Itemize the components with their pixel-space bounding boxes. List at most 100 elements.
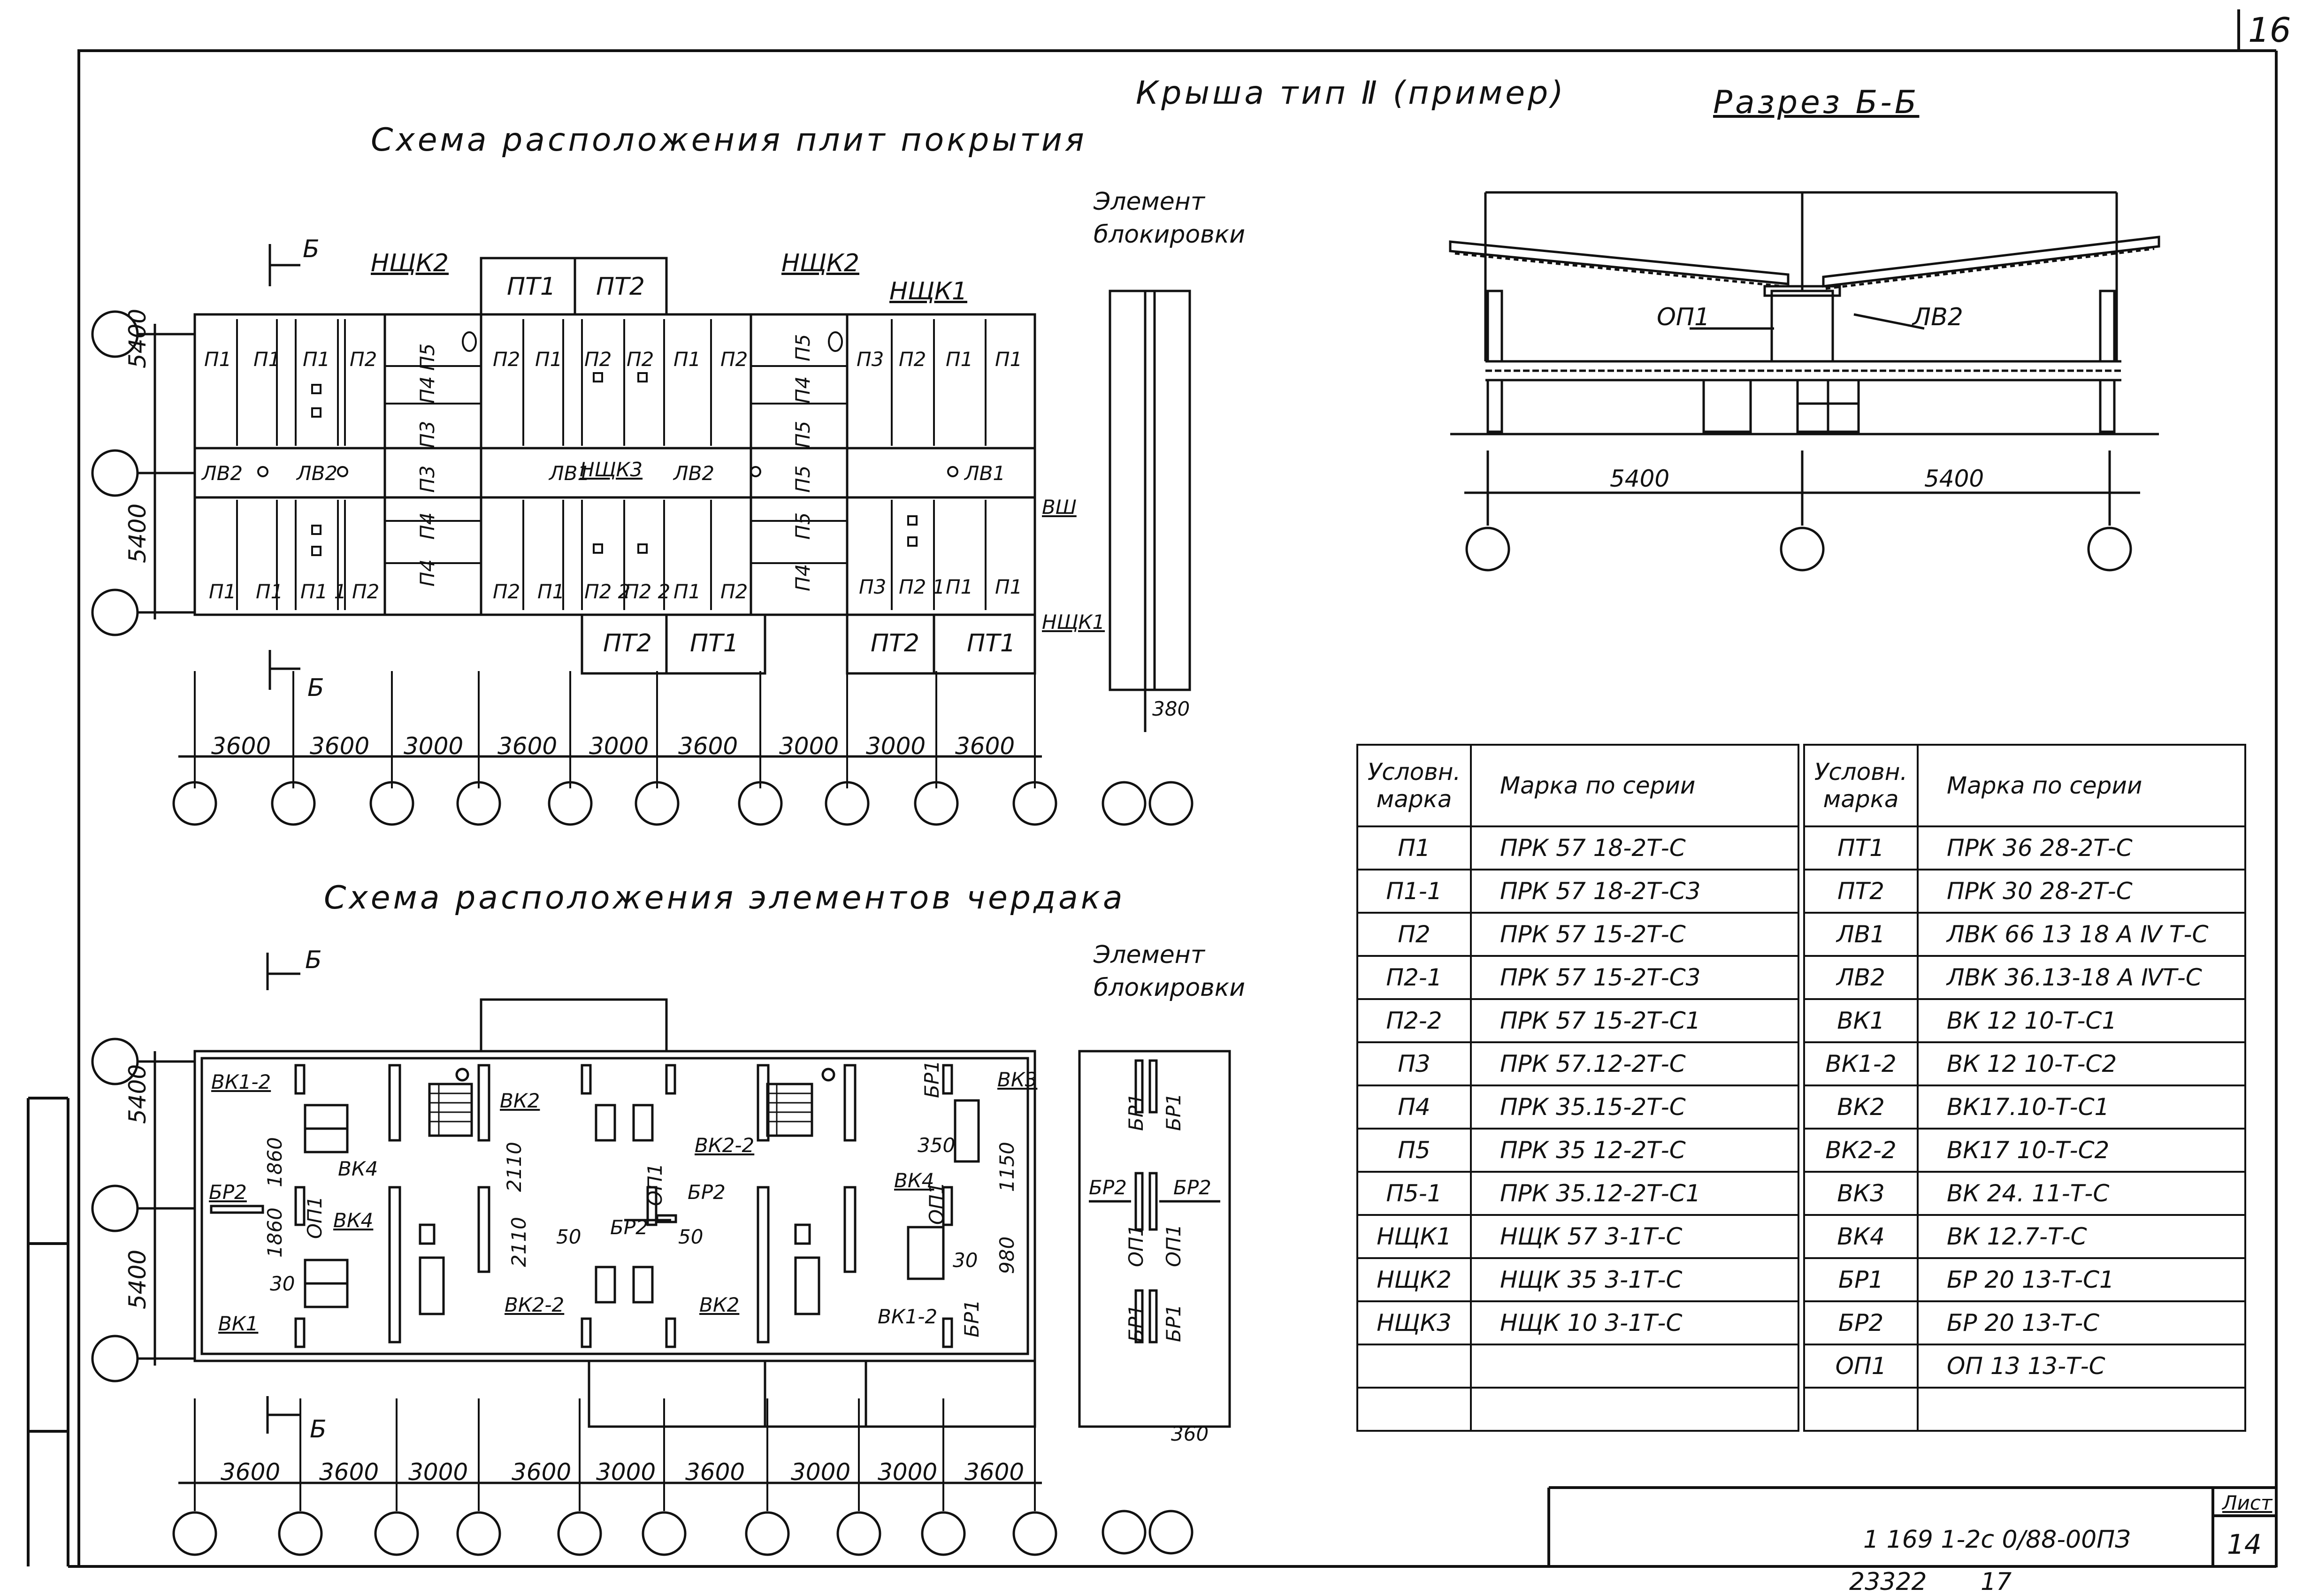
slab-label: П2 (584, 348, 612, 371)
top-horizontal-dim: 3600 (211, 733, 271, 760)
callout-label: НЩК1 (889, 277, 967, 305)
slab-label: П1 (946, 348, 973, 371)
top-horizontal-dim: 3000 (404, 733, 464, 760)
roof-title: Крыша тип Ⅱ (пример) (1136, 75, 1566, 112)
top-side-dim: 380 (1152, 697, 1190, 720)
beam-label: НЩК3 (580, 458, 643, 481)
header-mark: Марка по серии (1917, 744, 2246, 827)
slab-label: П2 (899, 348, 926, 371)
callout-label: НЩК1 (1042, 611, 1105, 634)
bottom-horizontal-dim: 3600 (512, 1459, 572, 1486)
small-dim: 1860 (263, 1137, 286, 1187)
slab-label: П1 (946, 575, 973, 598)
slab-label: П2 2 (584, 580, 631, 603)
top-horizontal-dim: 3600 (955, 733, 1015, 760)
slab-label: П2 2 (624, 580, 671, 603)
element-callout: ОП1 (925, 1182, 948, 1225)
blocking-element-label-bottom: Элемент блокировки (1094, 941, 1245, 1002)
small-dim: 30 (270, 1272, 295, 1295)
header-mark: Марка по серии (1470, 744, 1799, 827)
bottom-horizontal-dim: 3000 (878, 1459, 938, 1486)
element-callout: ВК4 (333, 1209, 374, 1232)
small-dim: 50 (556, 1225, 581, 1248)
small-dim: 2110 (507, 1217, 530, 1267)
element-callout: ВК1 (218, 1312, 259, 1335)
element-callout: БР2 (688, 1181, 726, 1204)
slab-label: П2 (720, 348, 748, 371)
beam-label: ЛВ2 (673, 462, 715, 485)
slab-label: П1 (253, 348, 281, 371)
callout-label: ВШ (1042, 496, 1077, 519)
element-callout: ВК4 (338, 1157, 378, 1180)
top-horizontal-dim: 3000 (779, 733, 839, 760)
header-code: Условн. марка (1356, 744, 1472, 827)
section-label-op1: ОП1 (1657, 303, 1710, 331)
pt-box-label: ПТ2 (596, 273, 645, 301)
slab-label: П1 (204, 348, 232, 371)
slab-label: П1 (535, 348, 563, 371)
element-callout: ОП1 (303, 1196, 326, 1239)
top-horizontal-dim: 3600 (497, 733, 558, 760)
bottom-horizontal-dim: 3600 (221, 1459, 281, 1486)
section-mark-bottom-1: Б (305, 946, 322, 974)
slab-label: П2 (352, 580, 380, 603)
slab-label: П1 (995, 575, 1023, 598)
callout-label: НЩК2 (371, 249, 449, 277)
blocking-label: ОП1 (1125, 1224, 1148, 1267)
section-dim: 5400 (1610, 465, 1670, 492)
slab-label: П3 (859, 575, 887, 598)
section-label-lv2: ЛВ2 (1913, 303, 1963, 331)
beam-label: ЛВ2 (297, 462, 338, 485)
table-header-row: Условн. марка Марка по серии Условн. мар… (1356, 744, 2246, 827)
small-dim: 1860 (263, 1207, 286, 1258)
element-callout: БР2 (610, 1216, 648, 1239)
beam-label: ЛВ2 (202, 462, 243, 485)
archive-number: 23322 (1849, 1568, 1927, 1596)
slab-label: П2 (720, 580, 748, 603)
bottom-horizontal-dim: 3000 (596, 1459, 656, 1486)
slab-label: П3 (857, 348, 884, 371)
section-mark-top-1: Б (303, 235, 320, 263)
section-title: Разрез Б-Б (1713, 84, 1920, 121)
bottom-horizontal-dim: 3000 (791, 1459, 851, 1486)
specification-table: Условн. марка Марка по серии Условн. мар… (1356, 744, 2246, 1432)
top-horizontal-dim: 3600 (310, 733, 370, 760)
slab-label: П2 (627, 348, 654, 371)
bottom-vertical-dim: 5400 (124, 1064, 151, 1124)
slab-label: П2 (493, 580, 520, 603)
beam-label: ЛВ1 (964, 462, 1006, 485)
bottom-horizontal-dim: 3600 (319, 1459, 379, 1486)
archive-sheet: 17 (1981, 1568, 2012, 1596)
section-dim: 5400 (1924, 465, 1984, 492)
blocking-label: БР2 (1173, 1176, 1211, 1199)
element-callout: ВК1-2 (211, 1070, 271, 1093)
slab-label: П1 (673, 580, 701, 603)
small-dim: 50 (678, 1225, 704, 1248)
blocking-label: БР1 (1125, 1093, 1148, 1131)
blocking-label: БР2 (1089, 1176, 1127, 1199)
beam-label: ЛВ1 (549, 462, 590, 485)
pt-box-label: ПТ1 (967, 629, 1016, 657)
element-callout: ВК2-2 (505, 1293, 565, 1316)
pt-box-label: ПТ2 (871, 629, 919, 657)
small-dim: 1150 (995, 1142, 1018, 1192)
section-mark-bottom-2: Б (310, 1415, 327, 1443)
callout-label: НЩК2 (781, 249, 859, 277)
bottom-side-dim: 360 (1171, 1422, 1209, 1445)
element-callout: ВК4 (894, 1169, 934, 1192)
element-callout: ВК3 (997, 1068, 1038, 1091)
header-code: Условн. марка (1803, 744, 1919, 827)
